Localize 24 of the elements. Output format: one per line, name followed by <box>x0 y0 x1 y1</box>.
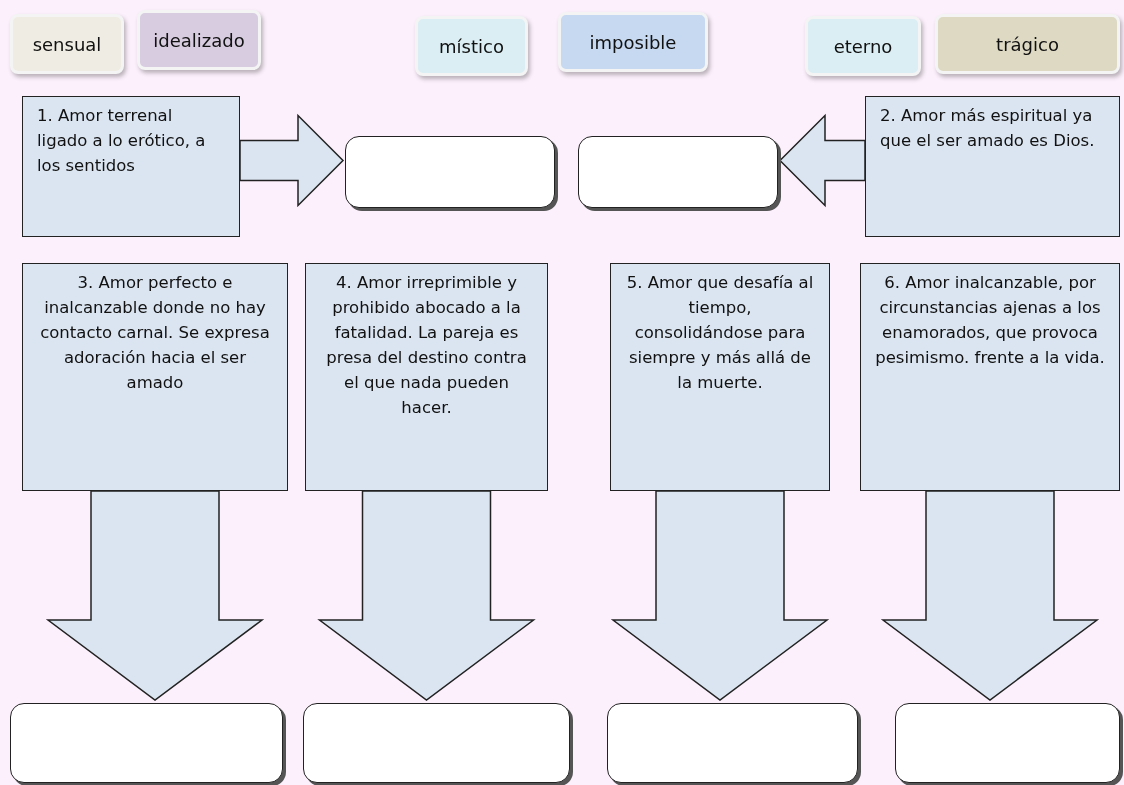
word-chip: trágico <box>935 14 1120 74</box>
block-arrow <box>778 113 866 208</box>
answer-box <box>345 136 555 208</box>
word-chip: idealizado <box>137 10 261 70</box>
word-chip: imposible <box>558 12 708 72</box>
description-box: 6. Amor inalcanzable, por circunstancias ajenas a los enamorados, que provoca pesimismo. frente a la vida. <box>860 263 1120 491</box>
description-box: 4. Amor irreprimible y prohibido abocado a la fatalidad. La pareja es presa del destino contra el que nada pueden hacer. <box>305 263 548 491</box>
block-arrow <box>239 113 345 208</box>
answer-box <box>578 136 778 208</box>
block-arrow <box>317 490 536 701</box>
word-chip: sensual <box>10 14 124 74</box>
answer-box <box>303 703 570 783</box>
answer-box <box>607 703 858 783</box>
answer-box <box>895 703 1120 783</box>
description-box: 1. Amor terrenal ligado a lo erótico, a los sentidos <box>22 96 240 237</box>
block-arrow <box>45 490 265 701</box>
description-box: 2. Amor más espiritual ya que el ser amado es Dios. <box>865 96 1120 237</box>
word-chip: eterno <box>805 16 921 76</box>
word-chip: místico <box>415 16 528 76</box>
description-box: 5. Amor que desafía al tiempo, consolidándose para siempre y más allá de la muerte. <box>610 263 830 491</box>
answer-box <box>10 703 283 783</box>
block-arrow <box>880 490 1100 701</box>
block-arrow <box>610 490 830 701</box>
description-box: 3. Amor perfecto e inalcanzable donde no hay contacto carnal. Se expresa adoración hacia el ser amado <box>22 263 288 491</box>
